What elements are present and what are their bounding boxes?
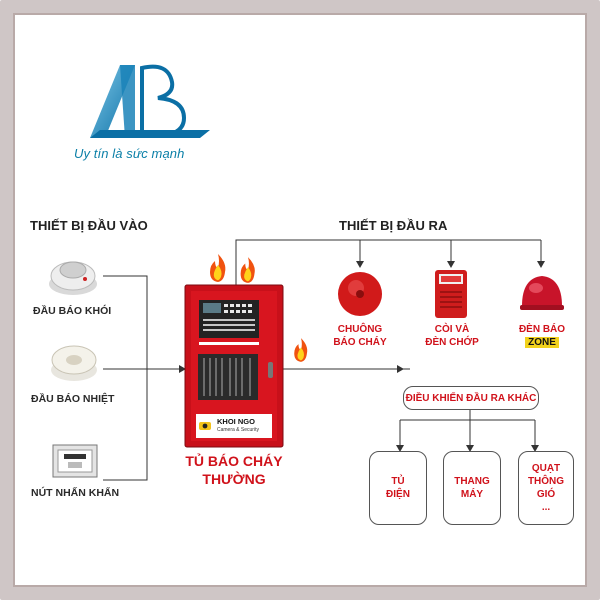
output-label-lamp-line1: ĐÈN BÁO bbox=[518, 324, 566, 335]
output-label-siren-line2: ĐÈN CHỚP bbox=[425, 336, 479, 348]
output-label-bell: CHUÔNG BÁO CHÁY bbox=[332, 324, 388, 349]
logo-tagline: Uy tín là sức mạnh bbox=[74, 146, 185, 161]
control-target-line: ĐIỆN bbox=[386, 489, 410, 500]
control-target-line: TỦ bbox=[391, 476, 405, 487]
panel-title-line1: TỦ BÁO CHÁY bbox=[185, 453, 283, 469]
output-label-siren: CÒI VÀ ĐÈN CHỚP bbox=[421, 324, 483, 349]
control-target-line: THÔNG bbox=[527, 476, 565, 487]
control-target-box: THANG MÁY bbox=[443, 451, 501, 525]
smoke-detector-icon bbox=[49, 261, 97, 295]
flame-icon bbox=[240, 257, 255, 283]
output-label-bell-line2: BÁO CHÁY bbox=[333, 336, 387, 348]
panel-title: TỦ BÁO CHÁY THƯỜNG bbox=[180, 452, 288, 488]
camera-logo-icon bbox=[199, 422, 211, 430]
flame-icon bbox=[294, 338, 308, 362]
fire-alarm-panel-icon bbox=[184, 284, 284, 448]
siren-strobe-icon bbox=[435, 270, 467, 318]
output-label-lamp: ĐÈN BÁO ZONE bbox=[514, 324, 570, 349]
input-label-manual: NÚT NHẤN KHẨN bbox=[31, 487, 120, 499]
heat-detector-icon bbox=[51, 345, 97, 381]
decorative-frame-inner bbox=[13, 13, 587, 587]
fire-bell-icon bbox=[338, 272, 382, 316]
control-target-box: QUẠT THÔNG GIÓ ... bbox=[518, 451, 574, 525]
inputs-title: THIẾT BỊ ĐẦU VÀO bbox=[30, 218, 148, 233]
control-target-line: ... bbox=[541, 502, 551, 513]
control-target-line: QUẠT bbox=[531, 463, 561, 474]
control-target-line: GIÓ bbox=[536, 489, 556, 500]
flame-icon bbox=[210, 254, 226, 282]
zone-lamp-icon bbox=[520, 276, 564, 310]
control-target-line: MÁY bbox=[460, 489, 484, 500]
input-label-smoke: ĐẦU BÁO KHÓI bbox=[33, 305, 112, 317]
control-target-box: TỦ ĐIỆN bbox=[369, 451, 427, 525]
input-label-heat: ĐẦU BÁO NHIỆT bbox=[31, 393, 115, 405]
output-label-siren-line1: CÒI VÀ bbox=[434, 324, 470, 335]
brand-name: KHOI NGO bbox=[217, 417, 255, 426]
ab-logo bbox=[90, 64, 210, 138]
zone-badge: ZONE bbox=[525, 336, 559, 348]
output-label-bell-line1: CHUÔNG bbox=[337, 324, 383, 335]
manual-call-point-icon bbox=[52, 444, 98, 478]
brand-subtitle: Camera & Security bbox=[217, 427, 259, 433]
outputs-title: THIẾT BỊ ĐẦU RA bbox=[339, 218, 448, 233]
control-box: ĐIỀU KHIỂN ĐẦU RA KHÁC bbox=[403, 386, 539, 410]
control-target-line: THANG bbox=[454, 476, 490, 487]
brand-badge: KHOI NGO Camera & Security bbox=[199, 417, 267, 437]
panel-title-line2: THƯỜNG bbox=[202, 471, 266, 488]
